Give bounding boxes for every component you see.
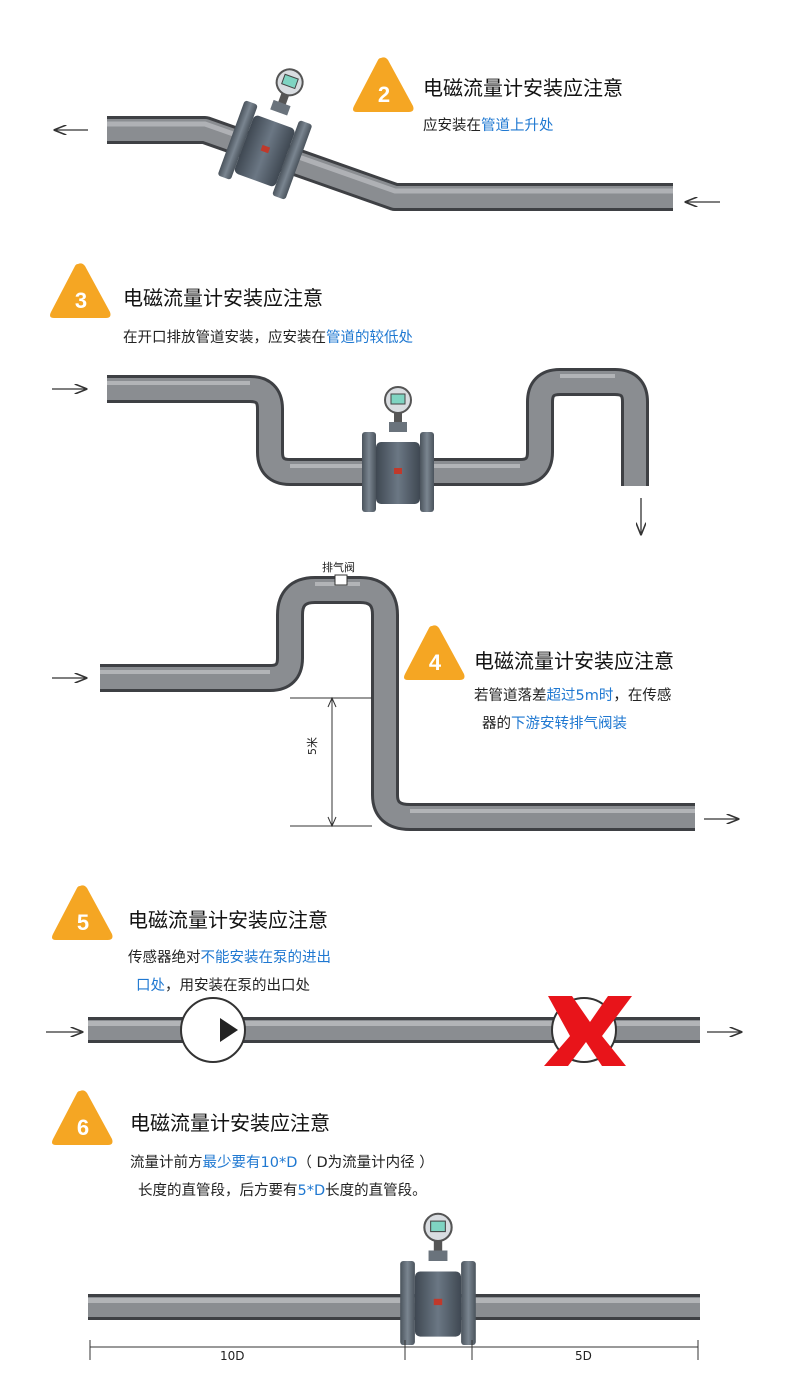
section-description: 应安装在管道上升处 xyxy=(423,112,554,140)
section-title: 电磁流量计安装应注意 xyxy=(123,286,323,310)
section-title: 电磁流量计安装应注意 xyxy=(423,76,623,100)
height-label: 5米 xyxy=(306,737,319,755)
upstream-length-label: 10D xyxy=(220,1349,245,1363)
desc-line: 器的下游安转排气阀装 xyxy=(474,710,671,738)
badge-number: 6 xyxy=(77,1115,89,1140)
flowmeter-icon xyxy=(361,386,435,513)
desc-text: ，用安装在泵的出口处 xyxy=(165,978,310,994)
desc-line: 长度的直管段，后方要有5*D长度的直管段。 xyxy=(130,1177,434,1205)
section-6: 6 电磁流量计安装应注意 流量计前方最少要有10*D（ D为流量计内径 ） 长度… xyxy=(0,1085,790,1377)
desc-text: 在开口排放管道安装，应安装在 xyxy=(123,330,326,346)
section-description: 传感器绝对不能安装在泵的进出 口处，用安装在泵的出口处 xyxy=(128,944,331,1000)
section-title: 电磁流量计安装应注意 xyxy=(128,908,328,932)
desc-line: 传感器绝对不能安装在泵的进出 xyxy=(128,944,331,972)
desc-text: 传感器绝对 xyxy=(128,950,201,966)
diagram-vent-valve xyxy=(52,574,790,831)
desc-text: （ D为流量计内径 ） xyxy=(297,1155,434,1171)
desc-line: 在开口排放管道安装，应安装在管道的较低处 xyxy=(123,324,413,352)
desc-text: 应安装在 xyxy=(423,118,481,134)
section-title: 电磁流量计安装应注意 xyxy=(130,1111,330,1135)
highlight-text: 5*D xyxy=(297,1183,326,1199)
diagram-straight-runs xyxy=(88,1212,700,1360)
warning-triangle-icon: 3 xyxy=(48,262,114,320)
vent-valve xyxy=(334,574,348,586)
flowmeter-icon xyxy=(399,1212,477,1347)
section-2: 2 电磁流量计安装应注意 应安装在管道上升处 xyxy=(0,0,790,240)
badge-number: 5 xyxy=(77,910,89,935)
cross-icon xyxy=(544,996,632,1066)
warning-triangle-icon: 6 xyxy=(50,1089,116,1147)
highlight-text: 不能安装在泵的进出 xyxy=(200,950,332,966)
desc-line: 口处，用安装在泵的出口处 xyxy=(128,972,331,1000)
vent-valve-label: 排气阀 xyxy=(322,561,355,574)
highlight-text: 超过5m时 xyxy=(546,688,614,704)
desc-text: ，在传感 xyxy=(613,688,672,704)
warning-triangle-icon: 4 xyxy=(402,624,468,682)
diagram-low-point-pipe xyxy=(52,368,649,540)
badge-number: 3 xyxy=(75,288,87,313)
pump-icon xyxy=(180,997,246,1063)
diagram-rising-pipe xyxy=(0,56,720,211)
section-title: 电磁流量计安装应注意 xyxy=(474,649,674,673)
desc-text: 流量计前方 xyxy=(130,1155,203,1171)
desc-text: 长度的直管段，后方要有 xyxy=(138,1183,298,1199)
section-4: 排气阀 5米 4 电磁流量计安装应注意 若管道落差超过5m时，在传感 器的下游安… xyxy=(0,555,790,860)
highlight-text: 最少要有10*D xyxy=(202,1155,298,1171)
desc-text: 器的 xyxy=(482,716,511,732)
desc-line: 流量计前方最少要有10*D（ D为流量计内径 ） xyxy=(130,1149,434,1177)
section-5: 5 电磁流量计安装应注意 传感器绝对不能安装在泵的进出 口处，用安装在泵的出口处 xyxy=(0,870,790,1085)
warning-triangle-icon: 2 xyxy=(351,56,417,114)
warning-triangle-icon: 5 xyxy=(50,884,116,942)
section-3: 3 电磁流量计安装应注意 在开口排放管道安装，应安装在管道的较低处 xyxy=(0,240,790,540)
highlight-text: 下游安转排气阀装 xyxy=(511,716,627,732)
desc-text: 长度的直管段。 xyxy=(325,1183,427,1199)
badge-number: 2 xyxy=(378,82,390,107)
highlight-text: 管道上升处 xyxy=(481,118,554,134)
desc-line: 若管道落差超过5m时，在传感 xyxy=(474,682,671,710)
highlight-text: 管道的较低处 xyxy=(326,330,413,346)
badge-number: 4 xyxy=(429,650,442,675)
desc-line: 应安装在管道上升处 xyxy=(423,112,554,140)
highlight-text: 口处 xyxy=(136,978,165,994)
diagram-pump xyxy=(46,996,790,1066)
downstream-length-label: 5D xyxy=(575,1349,592,1363)
desc-text: 若管道落差 xyxy=(474,688,547,704)
section-description: 流量计前方最少要有10*D（ D为流量计内径 ） 长度的直管段，后方要有5*D长… xyxy=(130,1149,434,1205)
section-description: 若管道落差超过5m时，在传感 器的下游安转排气阀装 xyxy=(474,682,671,738)
section-description: 在开口排放管道安装，应安装在管道的较低处 xyxy=(123,324,413,352)
